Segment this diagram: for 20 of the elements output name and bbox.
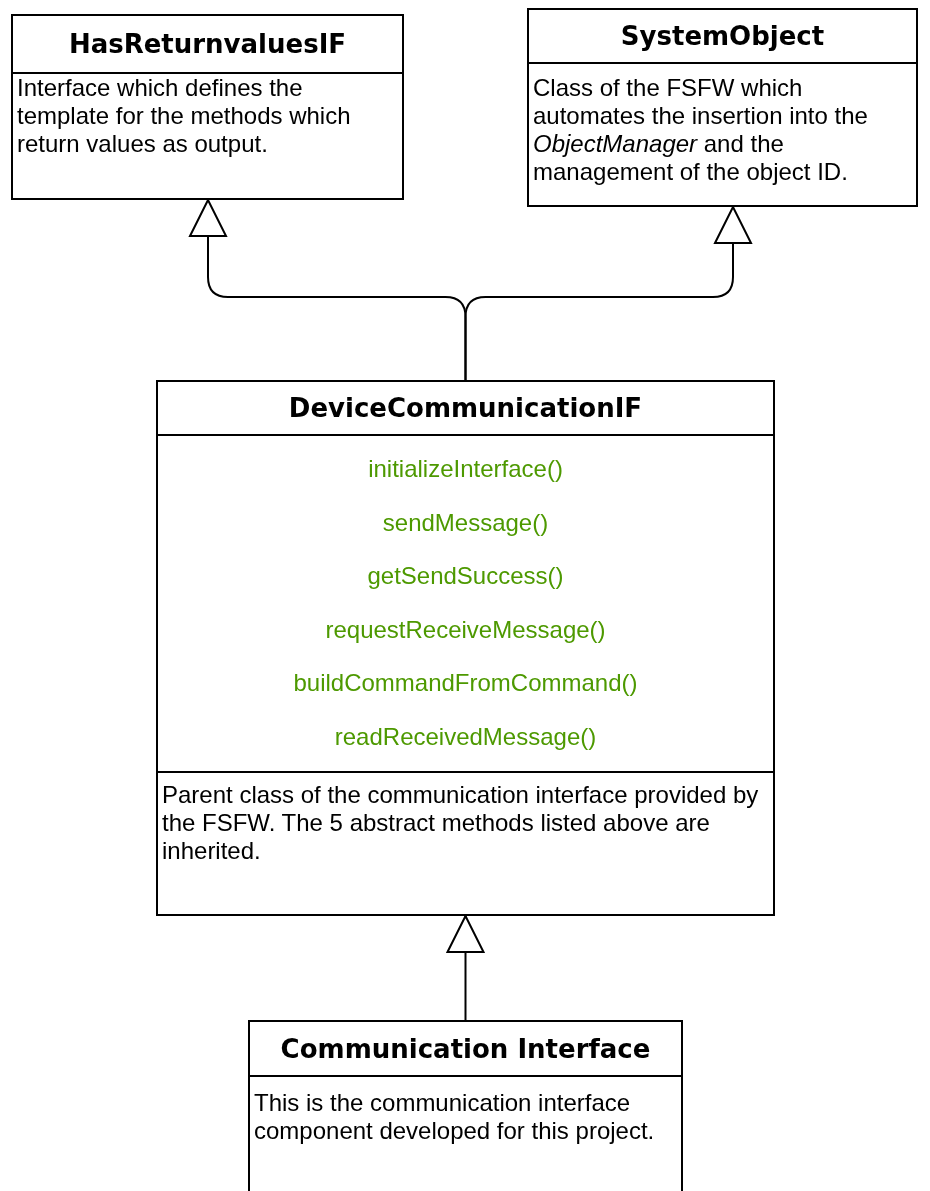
class-box [11,14,404,200]
method-name: sendMessage() [382,508,549,536]
inheritance-arrow [446,915,485,1021]
class-description: This is the communication interface component developed for this project. [254,1089,655,1144]
method-name: getSendSuccess() [367,562,564,589]
class-name: SystemObject [620,21,825,51]
class-name: HasReturnvaluesIF [68,29,347,59]
class-description: Interface which defines the template for the methods which return values as output. [17,74,351,157]
method-name: readReceivedMessage() [334,722,597,750]
method-name: initializeInterface() [368,455,563,482]
method-name: requestReceiveMessage() [325,615,606,643]
inheritance-arrow [464,206,752,381]
class-box [156,380,775,916]
class-box [527,8,918,207]
class-description: Parent class of the communication interface provided by the FSFW. The 5 abstract methods listed above are inherited. [162,781,759,864]
class-box [248,1020,683,1191]
class-name: DeviceCommunicationIF [288,393,643,423]
method-name: buildCommandFromCommand() [293,669,638,696]
class-description: Class of the FSFW which automates the insertion into the ObjectManager and the management of the object ID. [533,74,868,185]
class-name: Communication Interface [280,1033,651,1064]
